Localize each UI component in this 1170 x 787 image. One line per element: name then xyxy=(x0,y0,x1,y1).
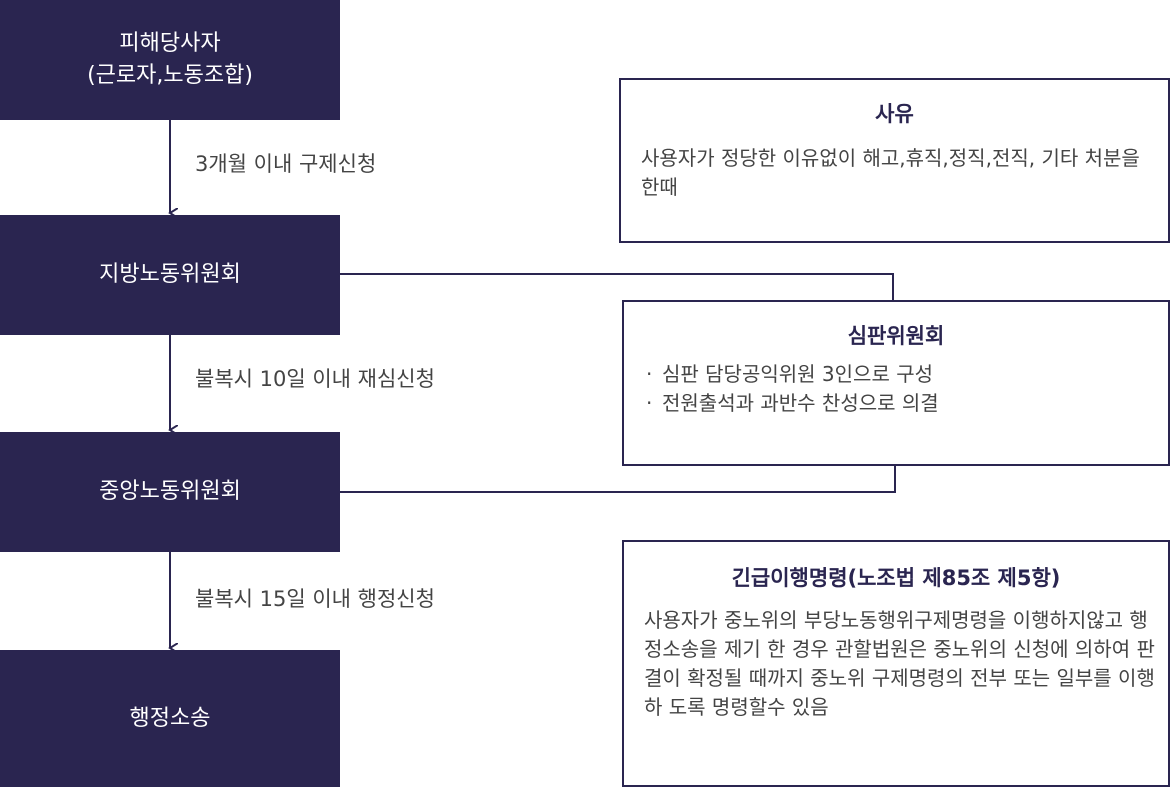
edge-label-step1: 3개월 이내 구제신청 xyxy=(195,152,377,176)
reason-box: 사유 사용자가 정당한 이유없이 해고,휴직,정직,전직, 기타 처분을 한때 xyxy=(619,78,1170,243)
reason-text: 사용자가 정당한 이유없이 해고,휴직,정직,전직, 기타 처분을 한때 xyxy=(641,146,1140,199)
emergency-order-box: 긴급이행명령(노조법 제85조 제5항) 사용자가 중노위의 부당노동행위구제명… xyxy=(622,540,1170,787)
complainant-sublabel: (근로자,노동조합) xyxy=(87,63,253,88)
local-commission-label: 지방노동위원회 xyxy=(99,262,241,287)
administrative-suit-node: 행정소송 xyxy=(0,650,340,787)
list-item-text: 심판 담당공익위원 3인으로 구성 xyxy=(662,362,933,386)
list-item: · 심판 담당공익위원 3인으로 구성 xyxy=(646,360,1158,389)
complainant-node: 피해당사자 (근로자,노동조합) xyxy=(0,0,340,120)
complainant-label: 피해당사자 xyxy=(119,31,221,56)
list-item-text: 전원출석과 과반수 찬성으로 의결 xyxy=(662,391,939,415)
local-commission-node: 지방노동위원회 xyxy=(0,215,340,335)
bullet-icon: · xyxy=(646,362,653,386)
administrative-suit-label: 행정소송 xyxy=(129,705,211,731)
edge-label-step2: 불복시 10일 이내 재심신청 xyxy=(195,367,435,391)
list-item: · 전원출석과 과반수 찬성으로 의결 xyxy=(646,389,1158,418)
panel-list: · 심판 담당공익위원 3인으로 구성 · 전원출석과 과반수 찬성으로 의결 xyxy=(646,360,1158,418)
emergency-order-text: 사용자가 중노위의 부당노동행위구제명령을 이행하지않고 행정소송을 제기 한 … xyxy=(644,608,1155,719)
connector-central-to-panel xyxy=(340,466,896,493)
bullet-icon: · xyxy=(646,391,653,415)
edge-label-step3: 불복시 15일 이내 행정신청 xyxy=(195,587,435,611)
central-commission-node: 중앙노동위원회 xyxy=(0,432,340,552)
panel-title: 심판위원회 xyxy=(847,324,945,348)
central-commission-label: 중앙노동위원회 xyxy=(99,479,241,504)
connector-local-to-panel xyxy=(340,273,894,300)
panel-box: 심판위원회 · 심판 담당공익위원 3인으로 구성 · 전원출석과 과반수 찬성으로… xyxy=(622,300,1170,466)
reason-title: 사유 xyxy=(875,102,914,126)
emergency-order-title: 긴급이행명령(노조법 제85조 제5항) xyxy=(731,566,1061,590)
